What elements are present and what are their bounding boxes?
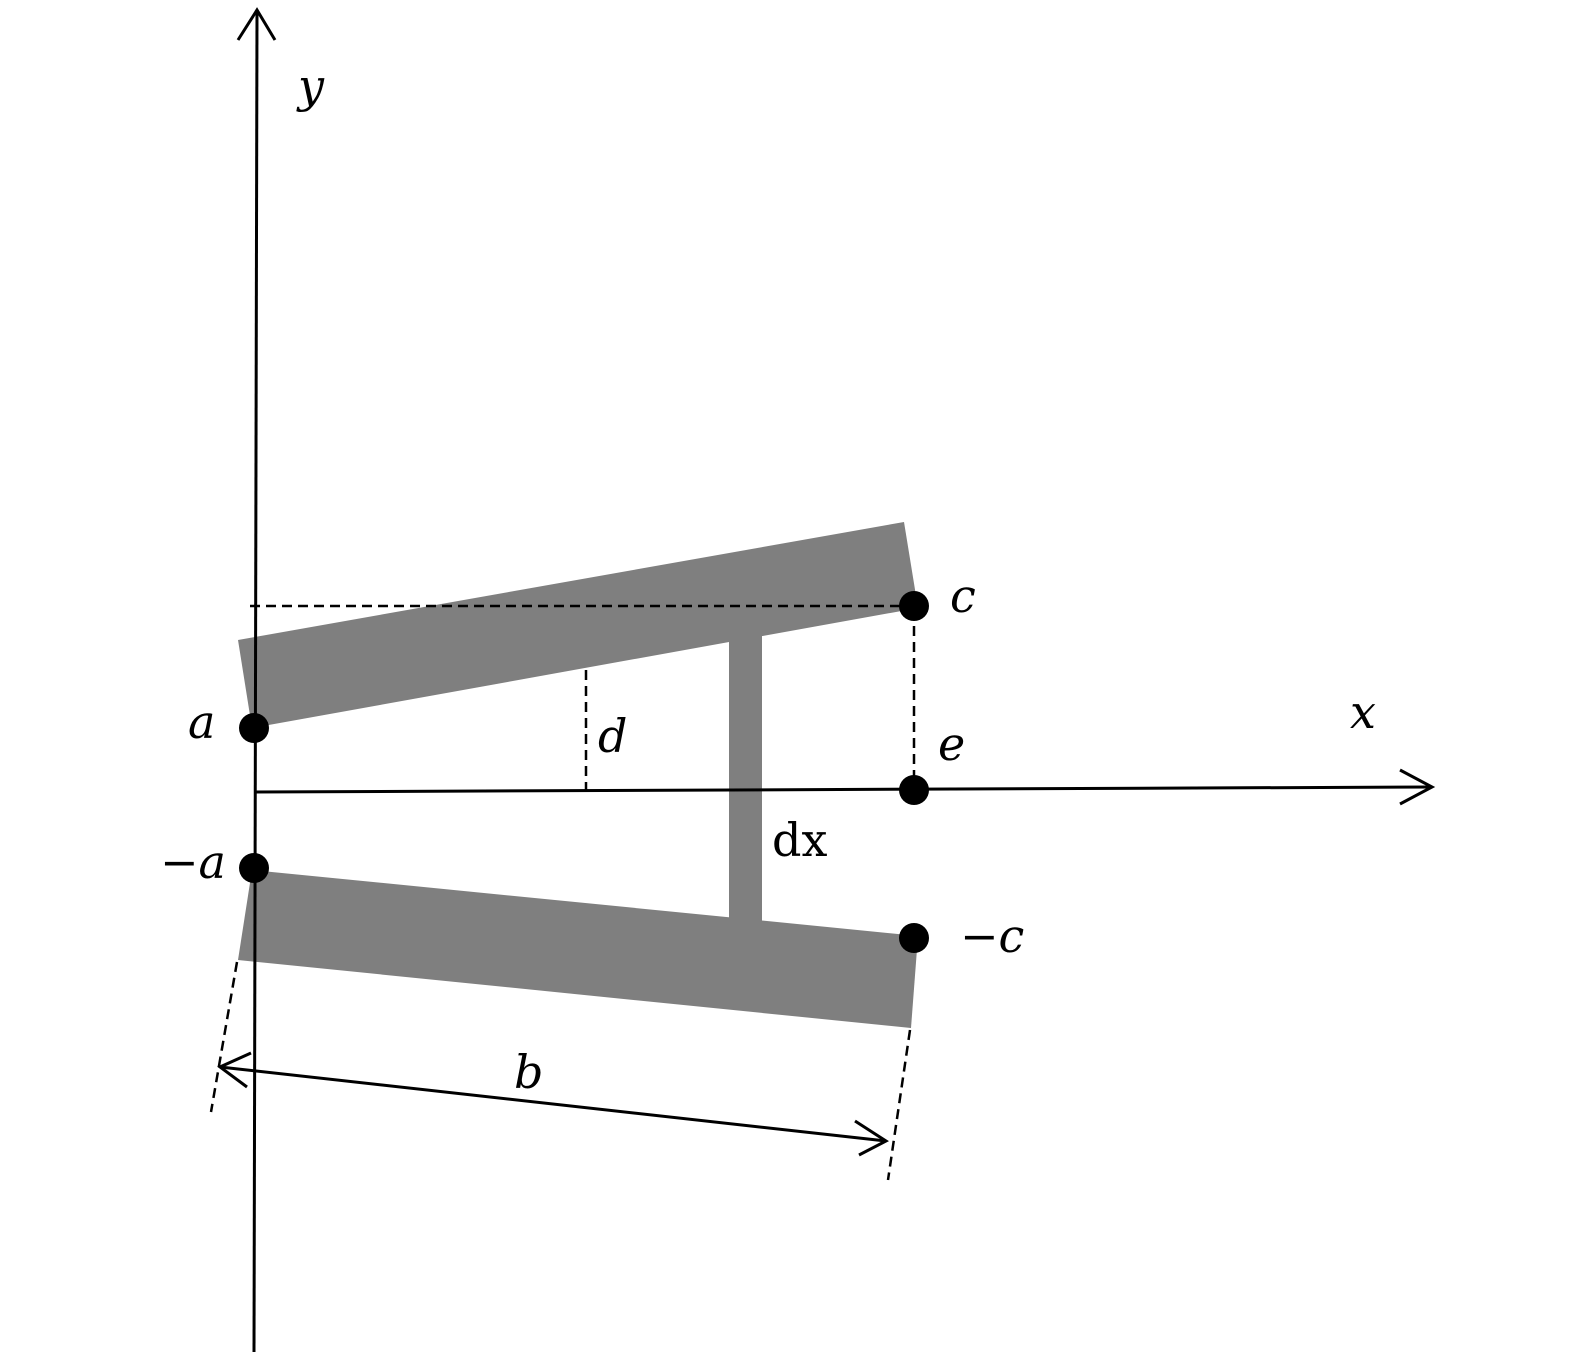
point-a [239, 713, 269, 743]
label-y-axis: y [296, 59, 325, 113]
element-strip-dx [729, 636, 762, 922]
point-e [899, 775, 929, 805]
label-a: a [188, 695, 215, 749]
upper-plate [238, 522, 918, 728]
y-axis-arrowhead [236, 7, 277, 41]
label-dx: dx [772, 813, 827, 867]
label-d: d [598, 709, 627, 763]
label-b: b [514, 1045, 543, 1099]
label-neg-c: −c [960, 909, 1024, 963]
point-c [899, 591, 929, 621]
dashed-line-b-left [209, 961, 239, 1113]
point-neg-a [239, 853, 269, 883]
point-neg-c [899, 923, 929, 953]
dimension-arrowhead-b-right [854, 1119, 889, 1157]
label-c: c [950, 569, 976, 623]
label-e: e [938, 717, 965, 771]
dashed-line-b-right [886, 1029, 912, 1181]
lower-plate [238, 870, 918, 1028]
y-axis [252, 9, 259, 1353]
label-neg-a: −a [160, 835, 226, 889]
x-axis-arrowhead [1399, 768, 1436, 806]
x-axis [253, 785, 1433, 794]
label-x-axis: x [1350, 685, 1376, 739]
dimension-line-b [219, 1065, 887, 1143]
dimension-arrowhead-b-left [217, 1051, 252, 1089]
